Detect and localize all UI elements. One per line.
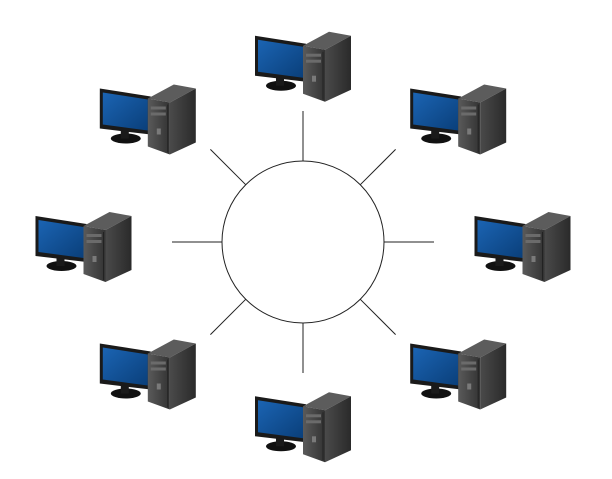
link-bottom-right	[359, 298, 396, 335]
network-links	[172, 111, 434, 373]
computer-node-top-right-icon	[409, 84, 507, 155]
ring-hub-circle	[221, 160, 385, 324]
link-bottom-left	[210, 298, 247, 335]
link-top-left	[210, 149, 247, 186]
link-top-right	[359, 149, 396, 186]
computer-node-bottom-left-icon	[99, 339, 197, 410]
computer-node-left-icon	[35, 211, 132, 283]
computer-node-top-icon	[254, 31, 352, 103]
computer-node-bottom-icon	[254, 391, 352, 463]
computer-node-bottom-right-icon	[409, 339, 507, 410]
computer-node-right-icon	[474, 211, 571, 283]
computer-node-top-left-icon	[99, 84, 197, 155]
